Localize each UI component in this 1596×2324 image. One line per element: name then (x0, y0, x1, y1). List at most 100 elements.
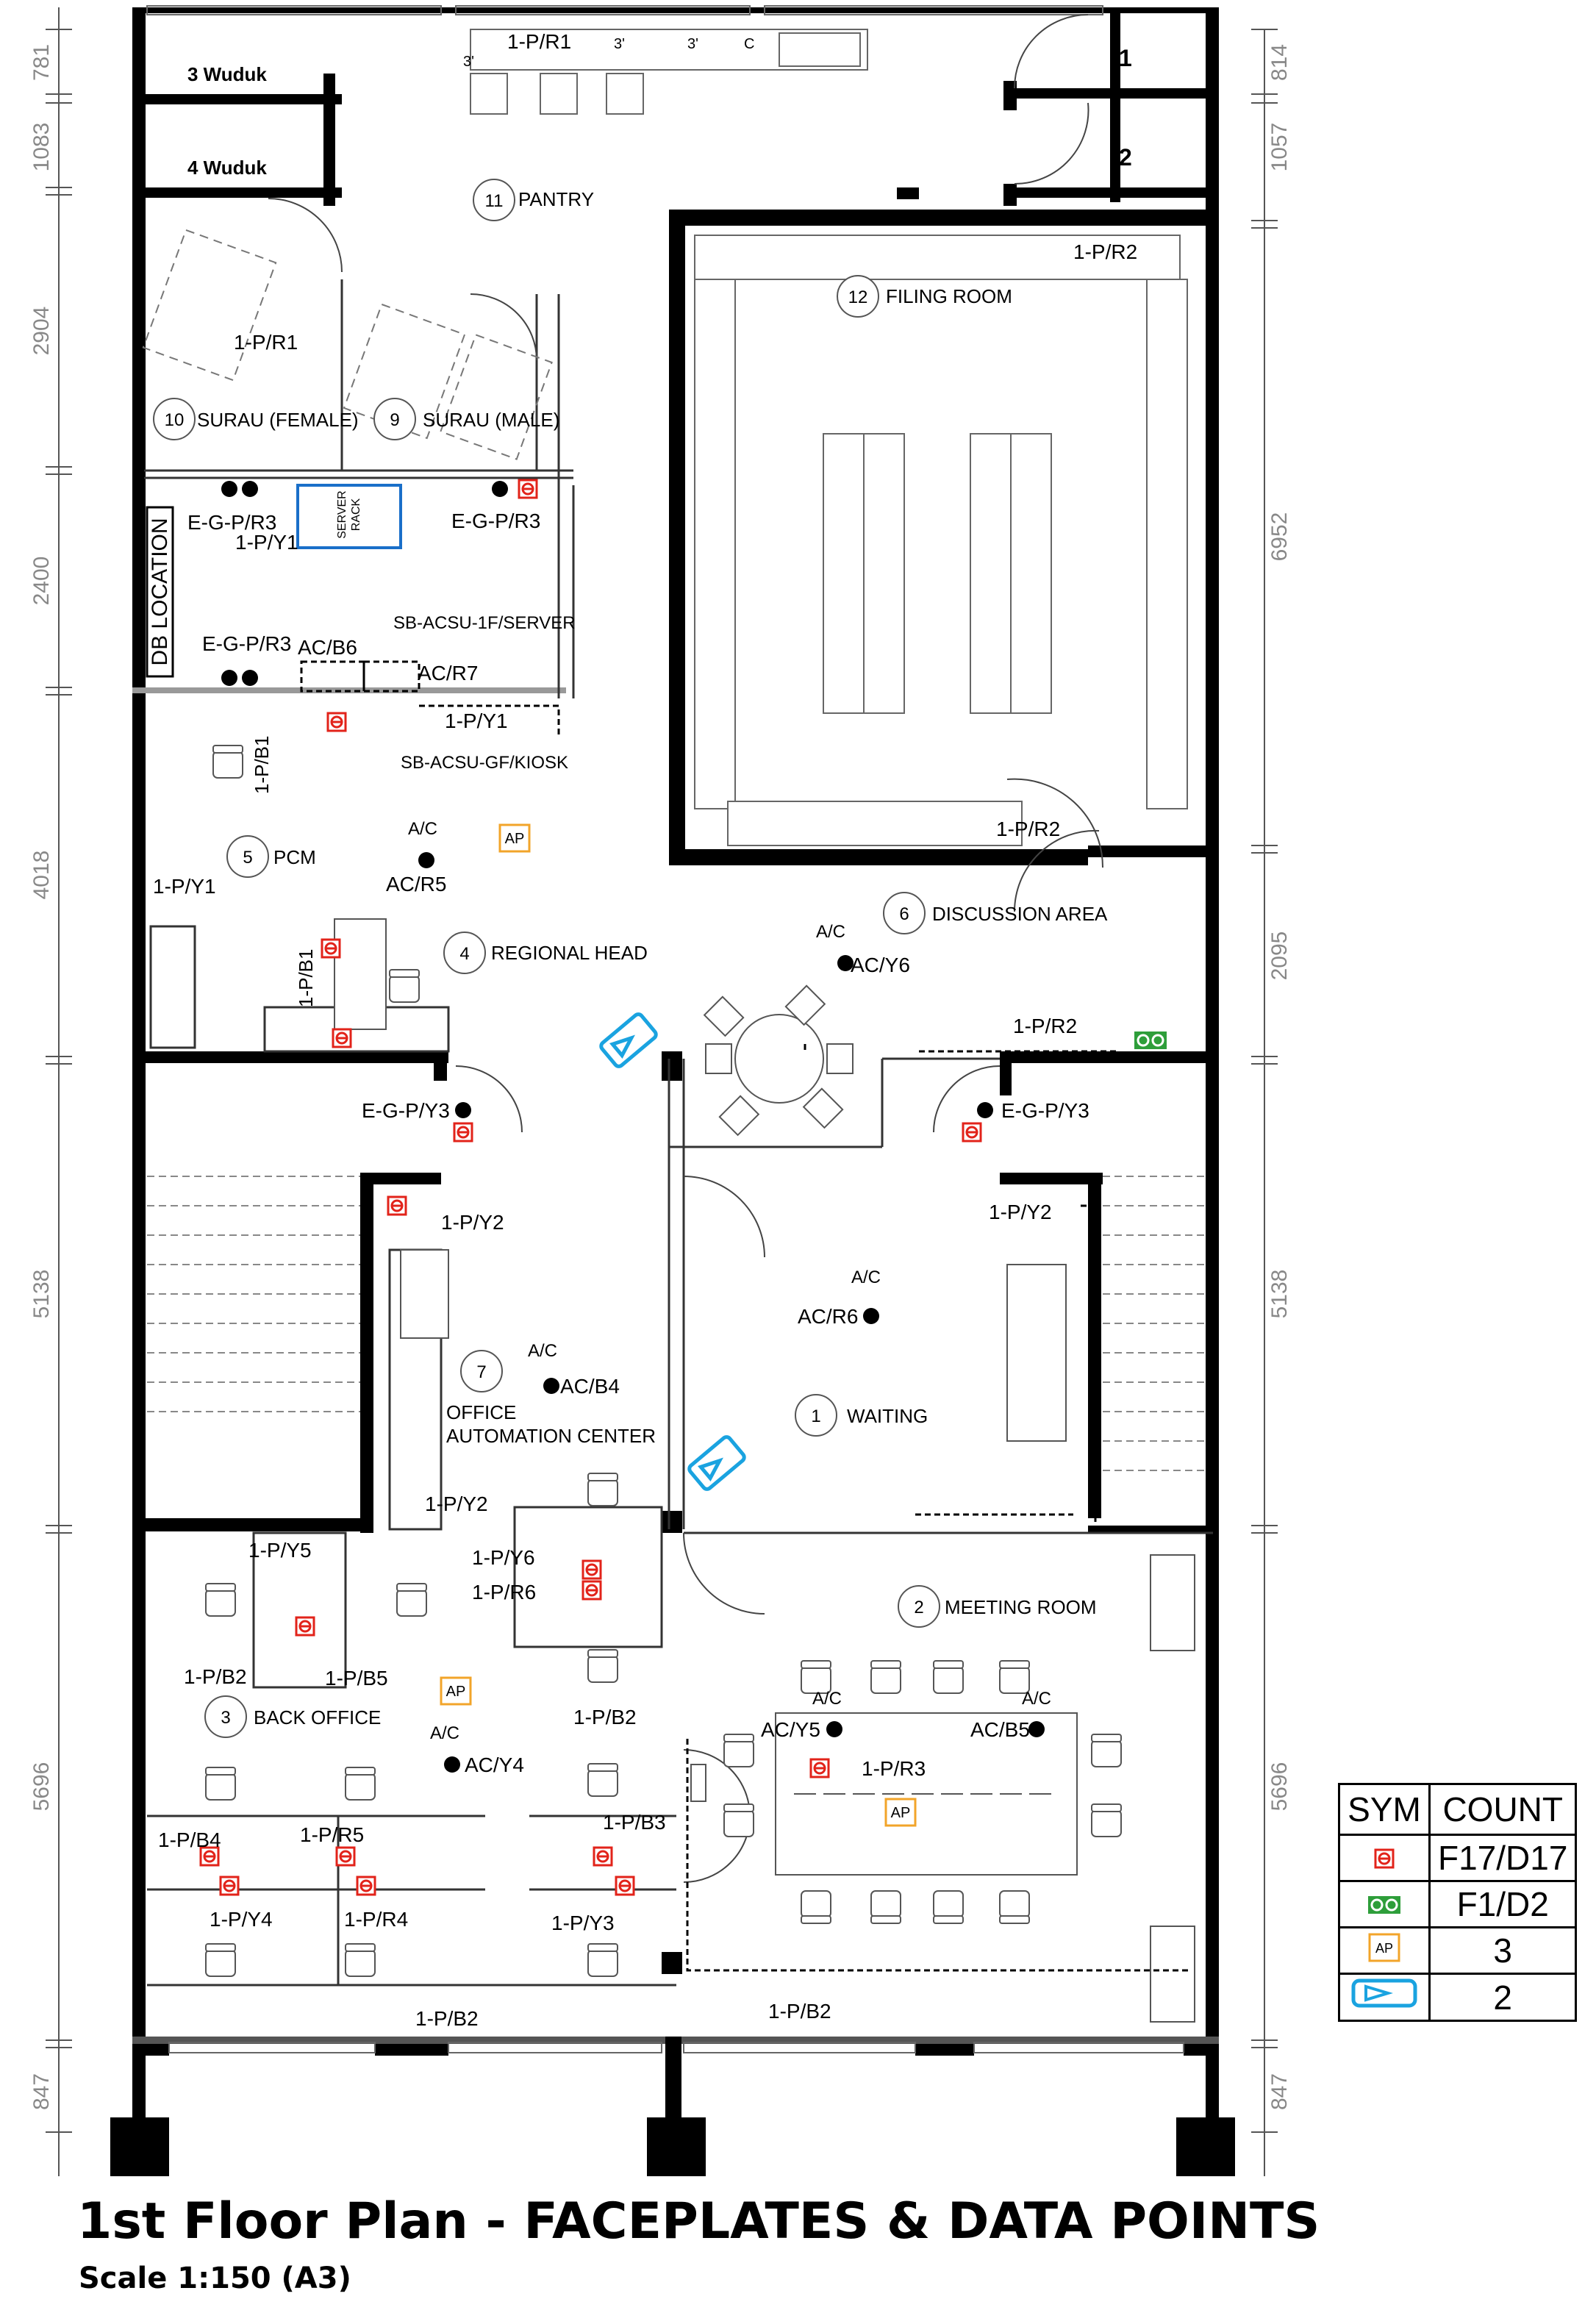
ac-units (300, 660, 1191, 1972)
label-egpr3-left: E-G-P/R3 (187, 511, 276, 534)
legend-header-row: SYM COUNT (1338, 1783, 1578, 1836)
label-3ft-a: 3' (463, 54, 474, 70)
label-pb2-bottom: 1-P/B2 (415, 2007, 479, 2030)
room-wuduk-3: 3 Wuduk (187, 63, 267, 85)
db-location: DB LOCATION (146, 506, 174, 678)
db-location-label: DB LOCATION (148, 518, 172, 665)
label-pr2-filing: 1-P/R2 (1073, 240, 1137, 263)
label-acb5: AC/B5 (970, 1718, 1030, 1741)
room-num-filing: 12 (848, 287, 868, 307)
server-rack-label-1: SERVER (336, 490, 348, 539)
room-num-back: 3 (221, 1708, 230, 1728)
label-py3: 1-P/Y3 (551, 1912, 615, 1934)
legend-row: F1/D2 (1338, 1880, 1578, 1928)
room-number-circles (153, 179, 940, 1738)
label-3ft-b: 3' (614, 36, 625, 52)
windows (146, 5, 1184, 2053)
legend-header-count: COUNT (1428, 1783, 1578, 1836)
label-py2-right: 1-P/Y2 (989, 1201, 1052, 1223)
label-pb4: 1-P/B4 (158, 1828, 221, 1851)
label-acr6: AC/R6 (798, 1305, 858, 1328)
label-py1-pcm: 1-P/Y1 (153, 875, 216, 898)
filing-shelves (694, 235, 1188, 846)
label-pr6: 1-P/R6 (472, 1581, 536, 1603)
room-name-waiting: WAITING (847, 1405, 928, 1427)
label-acr7: AC/R7 (418, 662, 478, 684)
dim-left-2: 1083 (29, 123, 54, 172)
label-egpy3-right: E-G-P/Y3 (1001, 1099, 1089, 1122)
label-pr3-meeting: 1-P/R3 (862, 1757, 926, 1780)
dim-left-6: 5138 (29, 1270, 54, 1319)
label-py1-server: 1-P/Y1 (235, 531, 298, 554)
room-name-filing: FILING ROOM (886, 285, 1012, 307)
misc-furniture (334, 918, 1195, 2023)
label-pr2-discussion: 1-P/R2 (1013, 1015, 1077, 1037)
ac-tag-r6: A/C (851, 1268, 881, 1287)
label-py1-mid: 1-P/Y1 (445, 709, 508, 732)
legend-table: SYM COUNT F17/D17 F1/D2 AP 3 2 (1338, 1783, 1578, 2022)
dim-right-4: 2095 (1267, 932, 1292, 981)
meeting-table (775, 1712, 1078, 1876)
room-num-oac: 7 (476, 1362, 486, 1382)
legend-header-sym: SYM (1338, 1783, 1431, 1836)
stairs (147, 1176, 1206, 1471)
room-num-regional: 4 (459, 944, 469, 964)
label-py4: 1-P/Y4 (210, 1908, 273, 1931)
dim-left-5: 4018 (29, 851, 54, 900)
ac-tag-b5: A/C (1022, 1689, 1051, 1709)
walls (110, 7, 1235, 2176)
label-pr1-surau: 1-P/R1 (234, 331, 298, 354)
label-sink-c: C (744, 36, 754, 52)
legend-row: 2 (1338, 1973, 1578, 2022)
label-acb4: AC/B4 (560, 1375, 620, 1398)
partitions (144, 279, 1213, 1987)
label-pb1-pcm: 1-P/B1 (251, 736, 273, 795)
ac-tag-y4: A/C (430, 1723, 459, 1743)
label-egpr3-db: E-G-P/R3 (202, 632, 291, 655)
room-name-discussion: DISCUSSION AREA (932, 903, 1108, 925)
plan-title: 1st Floor Plan - FACEPLATES & DATA POINT… (77, 2192, 1320, 2250)
room-name-pantry: PANTRY (518, 188, 594, 210)
dimension-lines: 781 1083 2904 2400 4018 5138 5696 847 81… (29, 7, 1292, 2176)
label-py2-oac: 1-P/Y2 (441, 1211, 504, 1234)
ap-icon: AP (1338, 1926, 1431, 1975)
dim-right-5: 5138 (1267, 1270, 1292, 1319)
camera-symbols (599, 1012, 746, 1491)
room-name-back: BACK OFFICE (254, 1706, 381, 1728)
label-acr5: AC/R5 (386, 873, 446, 895)
dim-right-3: 6952 (1267, 512, 1292, 562)
dim-right-2: 1057 (1267, 123, 1292, 172)
label-pr5: 1-P/R5 (300, 1823, 364, 1846)
server-rack: SERVER RACK (296, 484, 402, 549)
camera-icon (1338, 1973, 1431, 2022)
label-py5: 1-P/Y5 (248, 1539, 312, 1562)
label-3ft-c: 3' (687, 36, 698, 52)
dim-left-1: 781 (29, 44, 54, 81)
label-pb3: 1-P/B3 (603, 1811, 666, 1834)
dim-right-7: 847 (1267, 2073, 1292, 2110)
ap-labels: AP AP AP (446, 831, 911, 1821)
label-sb-server: SB-ACSU-1F/SERVER (393, 613, 576, 633)
room-name-oac-2: AUTOMATION CENTER (446, 1425, 656, 1447)
label-pb1-regional: 1-P/B1 (295, 949, 317, 1008)
label-pr1-top: 1-P/R1 (507, 30, 571, 53)
label-py6: 1-P/Y6 (472, 1546, 535, 1569)
room-name-oac-1: OFFICE (446, 1401, 516, 1423)
dim-left-8: 847 (29, 2073, 54, 2110)
room-num-discussion: 6 (899, 904, 909, 924)
room-name-meeting: MEETING ROOM (945, 1596, 1097, 1618)
ap-label-back: AP (446, 1684, 466, 1700)
room-name-surau-male: SURAU (MALE) (423, 409, 559, 431)
ac-dots (221, 481, 1045, 1773)
label-sb-kiosk: SB-ACSU-GF/KIOSK (401, 753, 568, 773)
room-name-surau-female: SURAU (FEMALE) (197, 409, 359, 431)
ac-tag-b4: A/C (528, 1341, 557, 1361)
dim-left-3: 2904 (29, 307, 54, 356)
dim-right-1: 814 (1267, 44, 1292, 81)
pantry-counter (470, 29, 868, 115)
ap-label-pcm: AP (505, 831, 525, 847)
legend-count: F17/D17 (1428, 1834, 1578, 1882)
label-pr2-filing-bottom: 1-P/R2 (996, 818, 1060, 840)
ap-icon-label: AP (1375, 1941, 1393, 1956)
